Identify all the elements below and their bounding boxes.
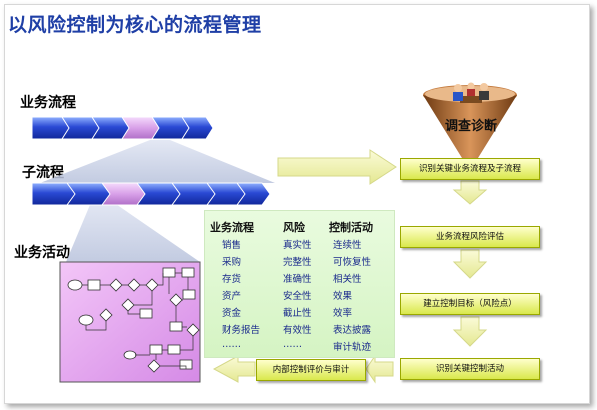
list-item: 存货 <box>222 274 242 285</box>
list-item: …… <box>222 339 241 350</box>
list-item: 准确性 <box>283 274 312 285</box>
funnel-label: 调查诊断 <box>445 119 498 134</box>
column-header: 风险 <box>283 221 305 234</box>
list-item: 相关性 <box>333 274 362 285</box>
process-risk-control-panel: 业务流程 销售 采购 存货 资产 资金 财务报告 …… 风险 真实性 完整性 准… <box>204 210 395 358</box>
sub-process-label: 子流程 <box>22 165 64 181</box>
list-item: 销售 <box>222 240 242 251</box>
column-risk: 风险 真实性 完整性 准确性 安全性 截止性 有效性 …… <box>283 219 312 356</box>
step-4: 识别关键控制活动 <box>400 358 540 380</box>
business-process-label: 业务流程 <box>20 95 76 111</box>
list-item: 效率 <box>333 308 353 319</box>
list-item: 截止性 <box>283 308 312 319</box>
list-item: 安全性 <box>283 291 312 302</box>
column-header: 控制活动 <box>329 221 373 234</box>
sub-process-chevrons <box>31 182 271 206</box>
zoom-connector-bottom <box>66 200 200 262</box>
column-header: 业务流程 <box>210 221 254 234</box>
list-item: 资金 <box>222 308 242 319</box>
list-item: 表达披露 <box>333 325 372 336</box>
list-item: 资产 <box>222 291 242 302</box>
business-activity-label: 业务活动 <box>14 245 70 261</box>
flowchart-icon <box>59 261 201 383</box>
list-item: 真实性 <box>283 240 312 251</box>
arrow-left-output <box>212 355 256 383</box>
step-3: 建立控制目标（风险点） <box>400 293 540 315</box>
arrow-to-steps <box>277 149 397 185</box>
arrow-to-bottom-step <box>365 354 394 384</box>
step-1: 识别关键业务流程及子流程 <box>400 158 540 180</box>
list-item: 可恢复性 <box>333 257 372 268</box>
page-title: 以风险控制为核心的流程管理 <box>8 14 262 36</box>
list-item: 财务报告 <box>222 325 261 336</box>
list-item: 有效性 <box>283 325 312 336</box>
list-item: …… <box>283 339 302 350</box>
list-item: 效果 <box>333 291 353 302</box>
step-arrows <box>452 180 488 347</box>
list-item: 采购 <box>222 257 242 268</box>
column-business-process: 业务流程 销售 采购 存货 资产 资金 财务报告 …… <box>210 219 260 356</box>
list-item: 审计轨迹 <box>333 342 372 353</box>
internal-control-evaluation-step: 内部控制评价与审计 <box>256 359 366 381</box>
column-control-activity: 控制活动 连续性 可恢复性 相关性 效果 效率 表达披露 审计轨迹 <box>329 219 373 356</box>
step-2: 业务流程风险评估 <box>400 226 540 248</box>
list-item: 连续性 <box>333 240 362 251</box>
people-meeting-icon <box>453 82 489 103</box>
business-process-chevrons <box>31 116 214 140</box>
list-item: 完整性 <box>283 257 312 268</box>
zoom-connector-top <box>40 140 275 183</box>
